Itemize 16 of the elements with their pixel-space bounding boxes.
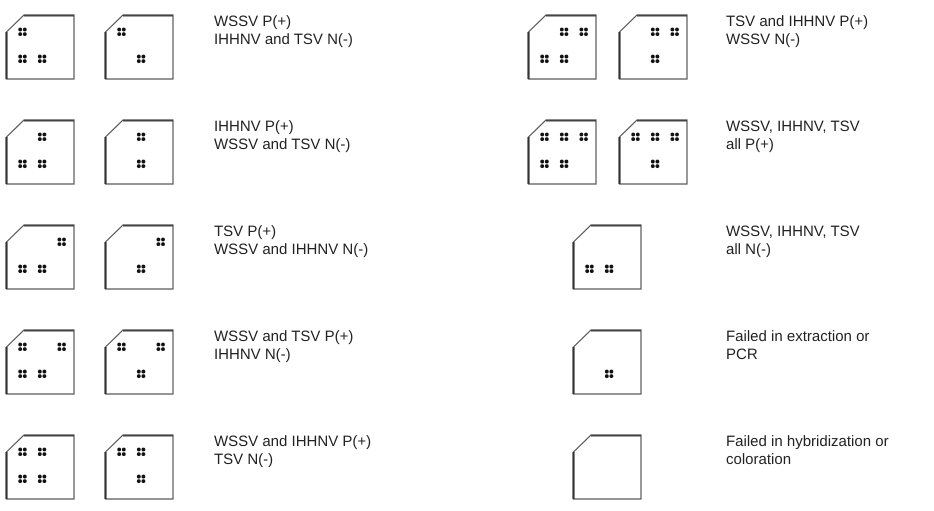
result-note: Failed in hybridization or coloration bbox=[726, 433, 890, 469]
result-note: IHHNV P(+) bbox=[214, 118, 295, 136]
result-note: TSV P(+) bbox=[214, 223, 278, 241]
result-note: WSSV and TSV P(+) bbox=[214, 328, 354, 346]
result-note: TSV and IHHNV P(+) bbox=[726, 13, 870, 31]
result-note: WSSV P(+) bbox=[214, 13, 292, 31]
result-note: WSSV and IHHNV P(+) bbox=[214, 433, 372, 451]
result-note: WSSV N(-) bbox=[726, 31, 802, 49]
result-note: IHHNV and TSV N(-) bbox=[214, 31, 354, 49]
result-note: Failed in extraction or PCR bbox=[726, 328, 870, 364]
result-note: TSV N(-) bbox=[214, 451, 274, 469]
result-note: WSSV, IHHNV, TSV all P(+) bbox=[726, 118, 861, 154]
result-note: WSSV and IHHNV N(-) bbox=[214, 241, 370, 259]
result-note: IHHNV N(-) bbox=[214, 346, 292, 364]
result-note: WSSV and TSV N(-) bbox=[214, 136, 352, 154]
result-note: WSSV, IHHNV, TSV all N(-) bbox=[726, 223, 861, 259]
